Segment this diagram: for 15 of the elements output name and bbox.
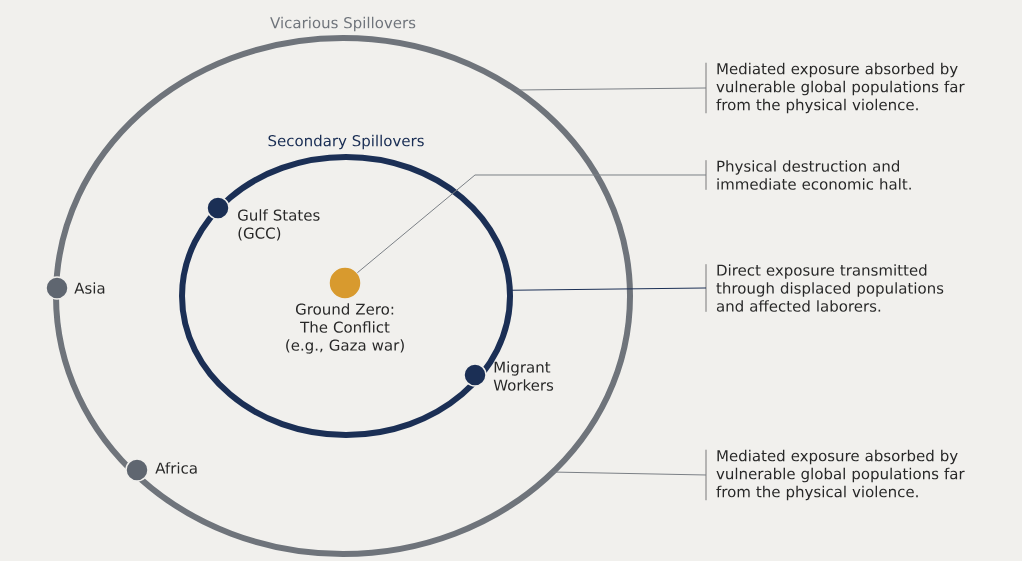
- annotation-text: Physical destruction and immediate economic halt.: [717, 160, 911, 190]
- ring-title: Secondary Spillovers: [268, 134, 424, 150]
- leader-line: [509, 287, 707, 291]
- annotation-text: Mediated exposure absorbed by vulnerable global populations far from the physical violence.: [716, 62, 965, 114]
- ring-title: Vicarious Spillovers: [270, 16, 416, 32]
- leader-line: [552, 471, 707, 476]
- dot-label: Ground Zero: The Conflict (e.g., Gaza war): [286, 303, 404, 354]
- annotation-text: Mediated exposure absorbed by vulnerable global populations far from the physical violence.: [716, 449, 965, 501]
- dot-label: Migrant Workers: [493, 361, 554, 391]
- dot-label: Gulf States (GCC): [238, 209, 320, 241]
- dot-label: Asia: [74, 282, 105, 294]
- leader-line: [515, 87, 707, 91]
- dot-label: Africa: [155, 462, 197, 474]
- annotation-text: Direct exposure transmitted through displaced populations and affected laborers.: [716, 264, 944, 312]
- leader-line: [356, 174, 707, 274]
